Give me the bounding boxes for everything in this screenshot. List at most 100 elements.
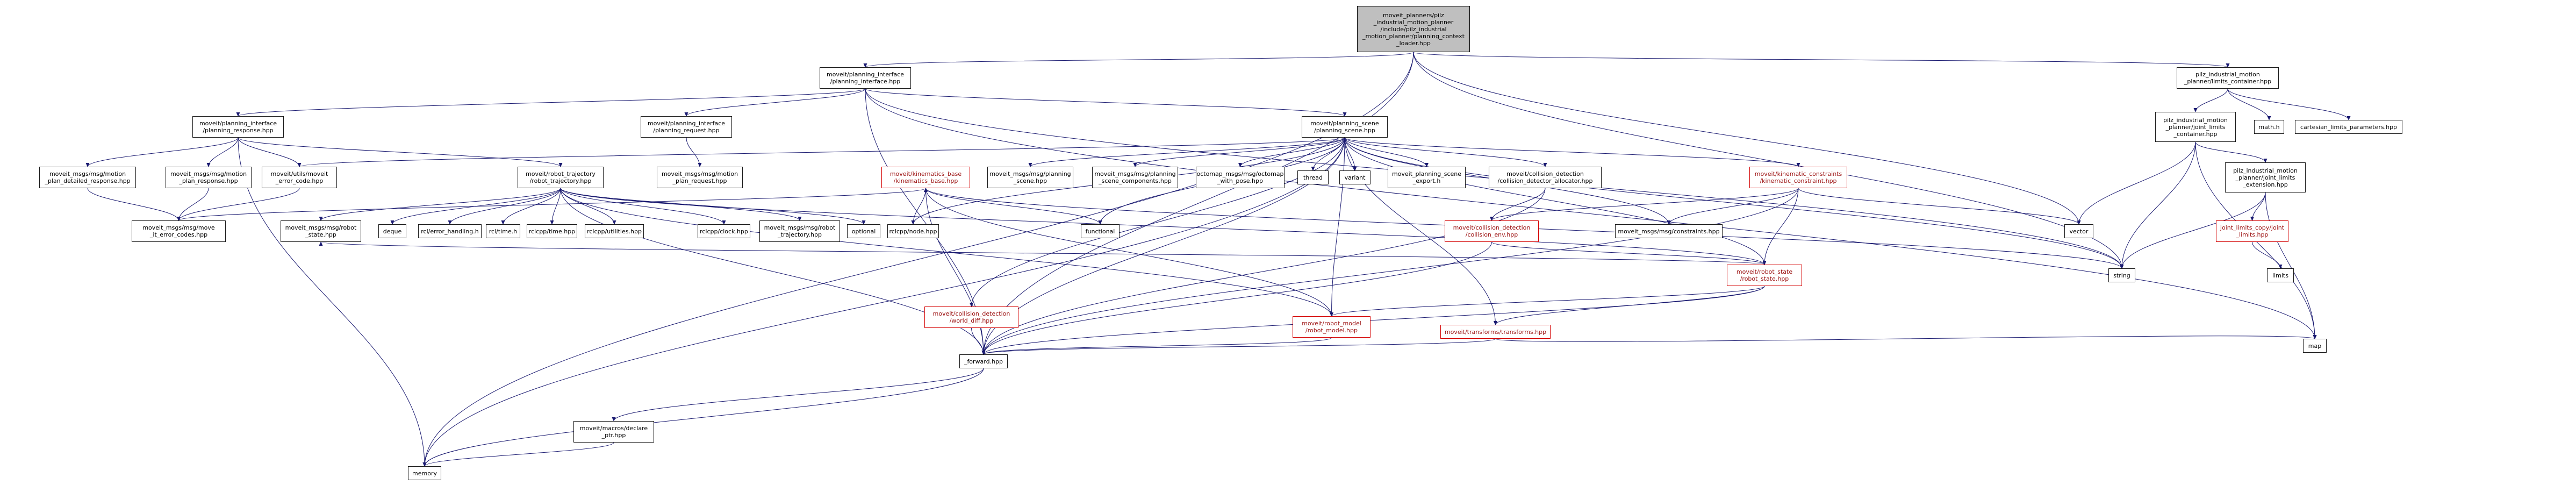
graph-node-moveit_error_code[interactable]: moveit/utils/moveit _error_code.hpp [262,167,337,188]
graph-node-limits_container[interactable]: pilz_industrial_motion _planner/limits_c… [2177,67,2279,89]
graph-node-planning_scene_export: moveit_planning_scene _export.h [1388,167,1466,188]
include-edge [1344,137,1497,325]
include-edge [981,337,1332,355]
graph-node-planning_interface[interactable]: moveit/planning_interface /planning_inte… [820,67,911,89]
include-edge [177,188,209,221]
graph-node-msg_robot_trajectory: moveit_msgs/msg/robot _trajectory.hpp [759,220,840,242]
include-edge [981,52,1414,355]
graph-node-class_forward[interactable]: _forward.hpp [959,354,1008,368]
graph-node-declare_ptr[interactable]: moveit/macros/declare _ptr.hpp [573,421,654,443]
graph-node-msg_constraints: moveit_msgs/msg/constraints.hpp [1615,224,1723,238]
include-edge [863,52,1414,68]
graph-node-rcl_time: rcl/time.h [486,224,520,238]
include-edge [1413,52,2081,225]
graph-node-move_it_error_codes: moveit_msgs/msg/move _it_error_codes.hpp [132,220,226,242]
include-edge [2193,88,2228,112]
include-edge [1490,188,1799,221]
include-edge [1344,137,1800,167]
include-edge [422,368,984,467]
graph-node-transforms[interactable]: moveit/transforms/transforms.hpp [1440,325,1551,339]
graph-node-string: string [2108,268,2135,282]
graph-node-memory: memory [408,466,441,480]
graph-node-ctx_loader: moveit_planners/pilz _industrial_motion_… [1357,6,1470,52]
graph-node-msg_robot_state: moveit_msgs/msg/robot _state.hpp [281,220,361,242]
include-edge [2227,88,2271,120]
include-edge [319,188,561,221]
graph-node-kinematic_constraint[interactable]: moveit/kinematic_constraints /kinematic_… [1749,167,1847,188]
graph-node-octomap_with_pose: octomap_msgs/msg/octomap _with_pose.hpp [1196,167,1285,188]
include-edge [1491,241,1767,265]
include-edge [981,241,1492,355]
include-edge [177,188,300,221]
include-edge [925,188,986,355]
graph-node-rcl_error_handling: rcl/error_handling.h [418,224,482,238]
graph-node-rclcpp_clock: rclcpp/clock.hpp [698,224,750,238]
include-edge [1330,286,1765,317]
graph-node-planning_request[interactable]: moveit/planning_interface /planning_requ… [641,116,732,138]
graph-node-robot_model[interactable]: moveit/robot_model /robot_model.hpp [1293,316,1370,338]
include-edge [924,188,1332,317]
include-edge [981,286,1765,355]
graph-node-kinematics_base[interactable]: moveit/kinematics_base /kinematics_base.… [881,167,970,188]
include-edge [1028,137,1345,167]
include-edge [2195,141,2268,163]
include-edge [422,442,614,467]
graph-node-joint_limits_extension[interactable]: pilz_industrial_motion _planner/joint_li… [2225,162,2306,192]
include-edge [1762,188,1799,265]
include-edge [1238,137,1345,167]
graph-node-math_h: math.h [2254,120,2284,134]
include-edge [1344,137,1429,167]
graph-node-variant: variant [1339,170,1370,184]
graph-node-joint_limits_copy[interactable]: joint_limits_copy/joint _limits.hpp [2216,220,2288,242]
include-edge [206,137,239,167]
include-edge [2250,192,2266,221]
include-edge [686,137,702,167]
include-edge [612,368,984,422]
graph-node-robot_state[interactable]: moveit/robot_state /robot_state.hpp [1727,265,1802,286]
include-edge [560,188,866,225]
graph-node-rclcpp_time: rclcpp/time.hpp [527,224,577,238]
graph-node-world_diff[interactable]: moveit/collision_detection /world_diff.h… [924,306,1018,328]
include-edge [1330,137,1345,317]
include-edge [560,188,726,225]
graph-node-msg_planning_scene: moveit_msgs/msg/planning _scene.hpp [987,167,1073,188]
graph-node-map: map [2303,339,2327,353]
include-edge [422,137,1345,467]
include-edge [865,88,1347,117]
include-edge [2120,141,2196,269]
include-edge [1667,188,1799,225]
include-edge [238,137,427,467]
include-edge [2252,241,2283,269]
include-edge [87,188,181,221]
graph-node-motion_plan_response: moveit_msgs/msg/motion _plan_response.hp… [166,167,252,188]
include-edge [1798,188,2081,225]
include-edge [448,188,561,225]
graph-node-msg_planning_scene_components: moveit_msgs/msg/planning _scene_componen… [1092,167,1178,188]
include-edge [2265,192,2317,339]
include-edge [2077,141,2196,225]
graph-node-planning_scene[interactable]: moveit/planning_scene /planning_scene.hp… [1302,116,1388,138]
graph-node-joint_limits_container[interactable]: pilz_industrial_motion _planner/joint_li… [2155,112,2236,142]
graph-node-optional: optional [847,224,880,238]
include-edge [560,188,1767,265]
include-edge [925,188,1102,225]
graph-node-planning_response[interactable]: moveit/planning_interface /planning_resp… [192,116,284,138]
include-edge [85,137,239,167]
graph-node-collision_env[interactable]: moveit/collision_detection /collision_en… [1445,220,1539,242]
include-edge [981,188,1799,355]
include-edge [865,88,2317,339]
include-edge [911,188,926,225]
graph-node-collision_detector_allocator[interactable]: moveit/collision_detection /collision_de… [1489,167,1602,188]
include-edge [2120,192,2266,269]
graph-node-motion_plan_detailed_response: moveit_msgs/msg/motion _plan_detailed_re… [39,167,136,188]
include-edge [971,327,986,355]
graph-node-robot_trajectory[interactable]: moveit/robot_trajectory /robot_trajector… [518,167,604,188]
include-edge [1344,137,1547,167]
graph-node-limits: limits [2267,268,2294,282]
include-edge [970,137,1345,307]
graph-node-vector: vector [2064,224,2093,238]
include-edge [298,137,1345,167]
include-edge [238,137,302,167]
include-edge [501,188,561,225]
